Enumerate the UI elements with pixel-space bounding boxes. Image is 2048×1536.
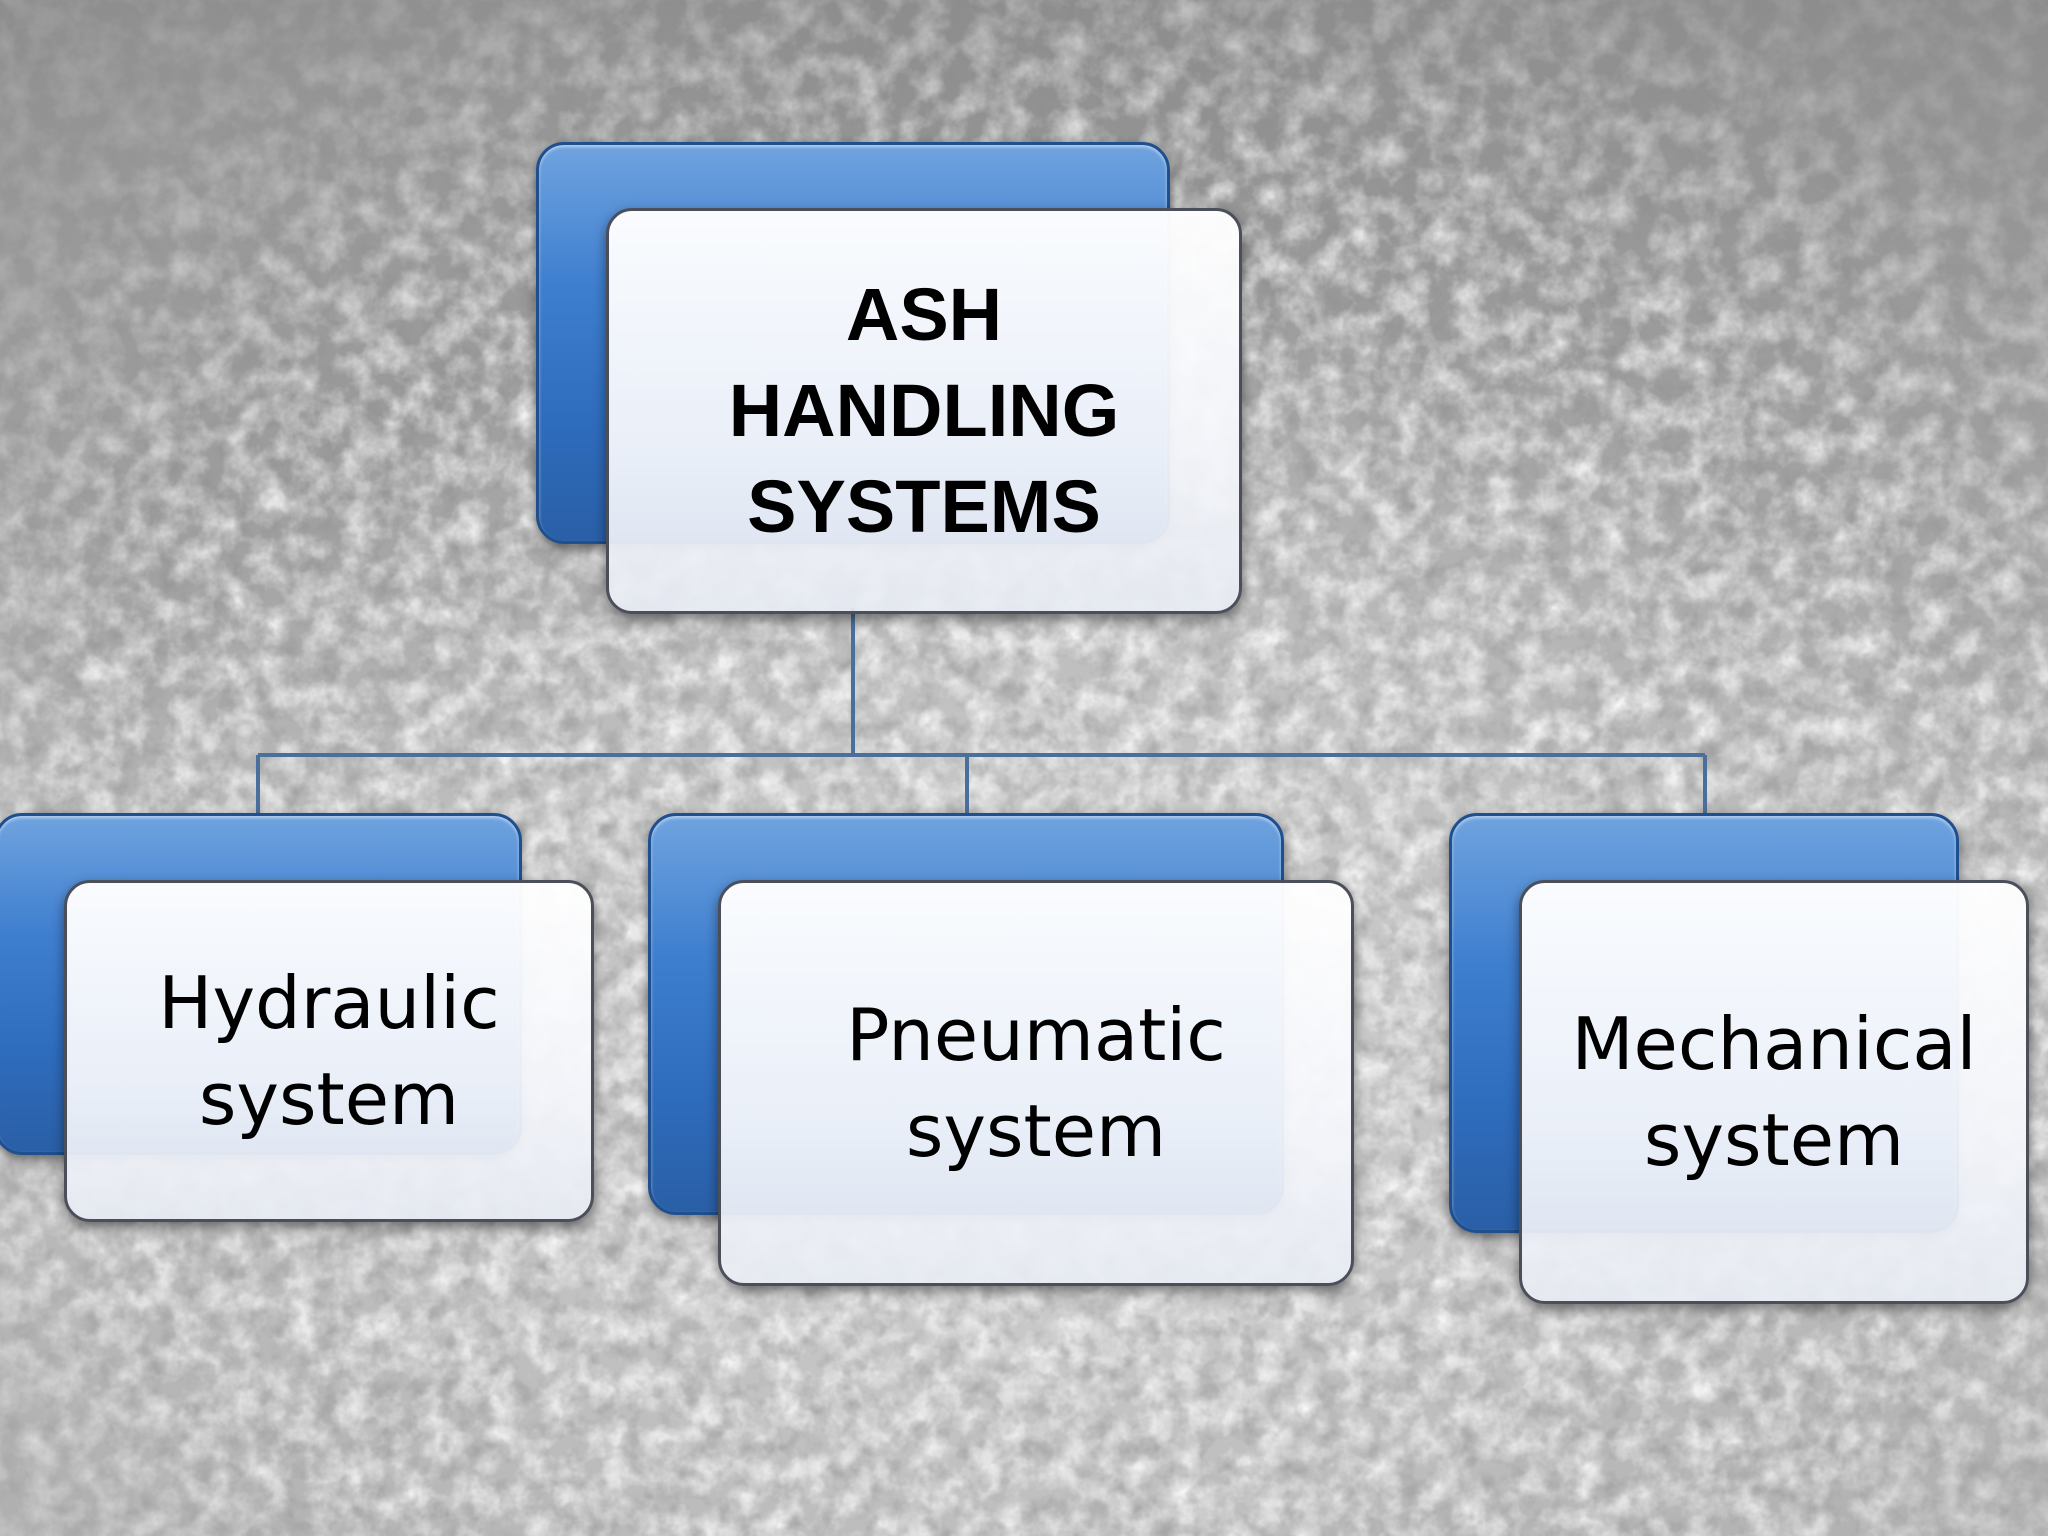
child-node-mechanical-label: Mechanical system — [1571, 1002, 1977, 1182]
child-node-pneumatic-label: Pneumatic system — [846, 993, 1226, 1173]
root-node-box: ASH HANDLING SYSTEMS — [606, 208, 1242, 614]
root-node-label: ASH HANDLING SYSTEMS — [728, 273, 1120, 548]
child-node-mechanical-box: Mechanical system — [1519, 880, 2029, 1304]
child-node-hydraulic-box: Hydraulic system — [64, 880, 594, 1222]
child-node-hydraulic-label: Hydraulic system — [158, 961, 500, 1141]
child-node-pneumatic-box: Pneumatic system — [718, 880, 1354, 1286]
